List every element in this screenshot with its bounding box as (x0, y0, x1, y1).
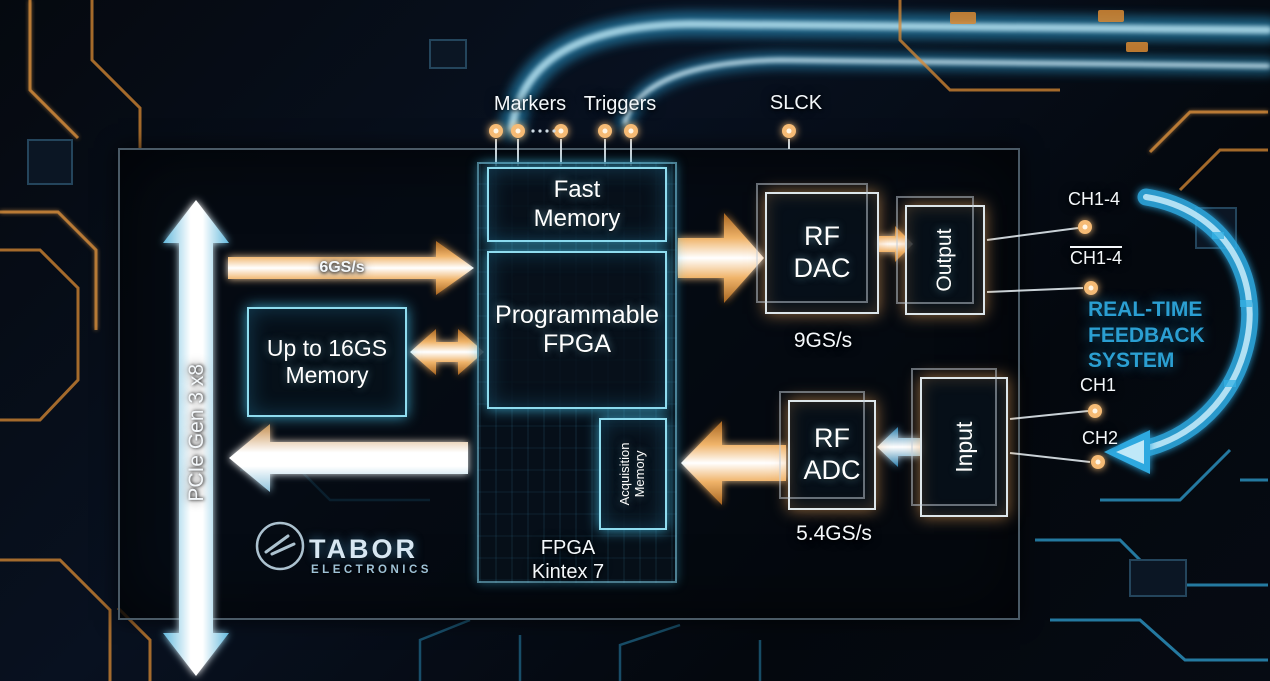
rf-dac-block: RF DAC (756, 183, 879, 314)
smd-components (950, 10, 1148, 52)
pcie-double-arrow (163, 200, 229, 676)
brand-name: TABOR (309, 534, 418, 564)
rf-adc-label: RF ADC (803, 423, 861, 485)
rate-9gs-label: 9GS/s (793, 329, 853, 352)
ch1-label: CH1 (1080, 375, 1117, 395)
output-label: Output (932, 228, 956, 292)
ch1-4-inverted-label: CH1-4 (1070, 248, 1123, 268)
blue-traces (1035, 448, 1268, 662)
fpga-kintex-label: FPGA Kintex 7 (531, 537, 605, 584)
input-block: Input (911, 368, 1008, 517)
rate-6gs-label: 6GS/s (319, 259, 365, 276)
feedback-arc-arrow (1104, 188, 1259, 474)
triggers-label: Triggers (583, 93, 657, 115)
marker-trigger-dots (489, 124, 796, 138)
memory-16gs-block: Up to 16GS Memory (247, 307, 407, 417)
ch2-label: CH2 (1082, 428, 1119, 448)
arrow-fpga-dac (678, 213, 764, 303)
fast-memory-block: Fast Memory (487, 167, 667, 242)
rf-adc-block: RF ADC (779, 391, 876, 510)
top-connector-lines (495, 139, 790, 166)
tabor-logo-mark (255, 521, 305, 571)
markers-label: Markers (493, 93, 567, 115)
arrow-return-pcie (229, 424, 468, 492)
ch1-4-label: CH1-4 (1068, 189, 1121, 209)
arrow-input-adc (877, 427, 920, 467)
acquisition-memory-block: Acquisition Memory (599, 418, 667, 530)
arrow-adc-acqmem (681, 421, 786, 505)
programmable-fpga-block: Programmable FPGA (487, 251, 667, 409)
rate-54gs-label: 5.4GS/s (796, 522, 872, 545)
pcie-label: PCIe Gen 3 x8 (185, 363, 209, 502)
realtime-feedback-label: REAL-TIME FEEDBACK SYSTEM (1088, 298, 1205, 373)
acquisition-memory-label: Acquisition Memory (617, 442, 647, 506)
memory-16gs-label: Up to 16GS Memory (266, 334, 388, 388)
programmable-fpga-label: Programmable FPGA (495, 300, 659, 359)
brand-subtitle: ELECTRONICS (311, 564, 432, 576)
arrow-dac-output (878, 226, 913, 262)
output-block: Output (896, 196, 985, 315)
rf-dac-label: RF DAC (793, 221, 851, 283)
input-label: Input (950, 421, 977, 473)
slck-label: SLCK (769, 92, 823, 114)
arrow-6gs-right (228, 241, 474, 295)
orange-traces-glow (0, 0, 1268, 330)
channel-dots (1078, 220, 1105, 469)
fast-memory-label: Fast Memory (533, 176, 621, 232)
arrow-memory-fpga (410, 329, 484, 375)
chip-pads (27, 39, 1237, 597)
channel-lines (986, 227, 1091, 463)
